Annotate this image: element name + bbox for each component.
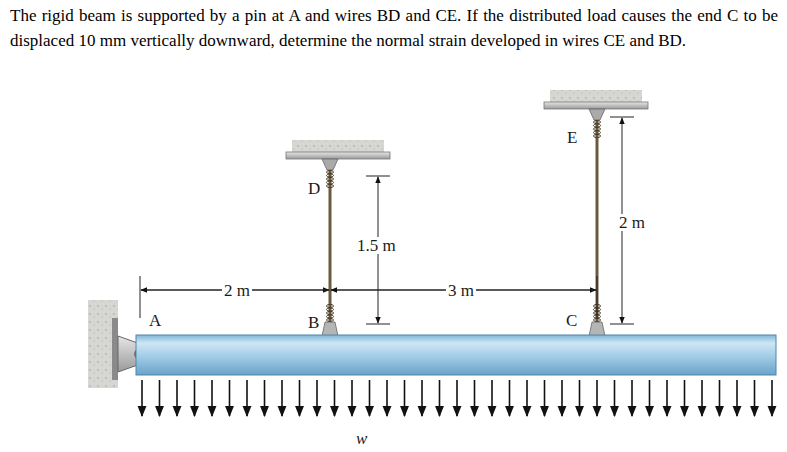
load-arrow: [631, 380, 633, 416]
load-arrow: [246, 380, 248, 416]
load-arrow: [369, 380, 371, 416]
wire-wrap: [594, 134, 601, 137]
wire-wrap: [594, 120, 601, 123]
load-arrow: [509, 380, 511, 416]
ceiling-e: [550, 90, 642, 102]
load-arrow: [701, 380, 703, 416]
load-arrow: [316, 380, 318, 416]
point-label: B: [308, 314, 319, 331]
load-arrow: [544, 380, 546, 416]
load-arrow: [561, 380, 563, 416]
dimension-label: 1.5 m: [355, 237, 398, 254]
load-arrow: [666, 380, 668, 416]
point-label: E: [567, 129, 577, 146]
load-arrow: [194, 380, 196, 416]
dimension-label: 3 m: [446, 282, 476, 299]
wire-wrap: [327, 170, 334, 173]
load-arrow: [141, 380, 143, 416]
wire-wrap: [327, 308, 334, 311]
dimension-label: 2 m: [222, 282, 252, 299]
clevis-e: [589, 109, 605, 120]
load-arrow: [754, 380, 756, 416]
problem-statement: The rigid beam is supported by a pin at …: [10, 3, 778, 53]
wire-wrap: [327, 177, 334, 180]
load-arrow: [334, 380, 336, 416]
wire-bd: [329, 170, 332, 326]
load-arrow: [264, 380, 266, 416]
wire-wrap: [327, 318, 334, 321]
distributed-load: [142, 380, 772, 416]
wall-plate: [112, 318, 118, 380]
ceiling-plate-e: [544, 102, 648, 109]
load-arrow: [211, 380, 213, 416]
load-arrow: [474, 380, 476, 416]
wire-wrap: [327, 174, 334, 177]
load-arrow: [456, 380, 458, 416]
load-arrow: [649, 380, 651, 416]
load-arrow: [491, 380, 493, 416]
load-arrow: [176, 380, 178, 416]
load-arrow: [579, 380, 581, 416]
load-arrow: [736, 380, 738, 416]
wire-wrap: [594, 131, 601, 134]
load-arrow: [281, 380, 283, 416]
load-arrow: [719, 380, 721, 416]
load-arrow: [596, 380, 598, 416]
wire-wrap: [594, 318, 601, 321]
load-arrow: [299, 380, 301, 416]
wire-ce: [596, 120, 599, 326]
clevis-d: [322, 159, 338, 170]
load-arrow: [439, 380, 441, 416]
load-arrow: [386, 380, 388, 416]
load-arrow: [526, 380, 528, 416]
clevis-b: [322, 322, 338, 336]
dimension-label: 2 m: [617, 214, 647, 231]
wire-wrap: [327, 311, 334, 314]
dimension-lines: [140, 117, 634, 324]
ceiling-d: [292, 140, 384, 152]
wire-wrap: [327, 315, 334, 318]
rigid-beam: [136, 335, 776, 375]
point-label: D: [308, 180, 320, 197]
load-label: w: [356, 430, 367, 447]
wall: [88, 300, 118, 388]
wire-wrap: [327, 184, 334, 187]
load-arrow: [684, 380, 686, 416]
wire-wrap: [594, 124, 601, 127]
point-label: A: [149, 312, 161, 329]
load-arrow: [404, 380, 406, 416]
load-arrow: [351, 380, 353, 416]
wire-wraps: [327, 120, 601, 321]
wire-wrap: [327, 304, 334, 307]
wire-wrap: [594, 127, 601, 130]
load-arrow: [229, 380, 231, 416]
point-label: C: [566, 312, 577, 329]
load-arrow: [421, 380, 423, 416]
load-arrow: [614, 380, 616, 416]
load-arrow: [159, 380, 161, 416]
ceiling-plate-d: [286, 152, 390, 159]
load-arrow: [771, 380, 773, 416]
wire-wrap: [327, 181, 334, 184]
clevis-c: [589, 322, 605, 336]
